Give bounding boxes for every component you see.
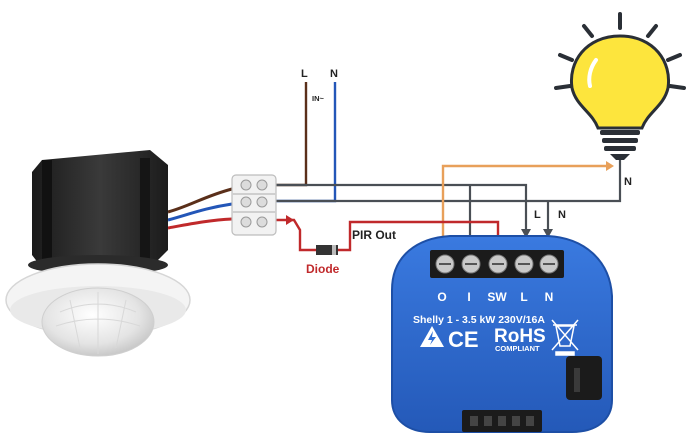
bulb-base-tip xyxy=(610,154,630,160)
terminal-label-l: L xyxy=(520,290,527,304)
diode-to-sw-wire xyxy=(338,220,500,252)
sensor-cable-blue xyxy=(167,202,233,222)
sensor-housing-rib xyxy=(42,160,52,260)
diode-body xyxy=(316,245,338,255)
light-bulb-icon xyxy=(554,12,686,160)
mains-neutral-label: N xyxy=(330,68,338,80)
terminal-screw xyxy=(240,196,252,208)
rohs-subtitle: COMPLIANT xyxy=(495,344,540,353)
relay-neutral-arrow xyxy=(543,229,553,238)
terminal-block-divider xyxy=(232,211,276,213)
bulb-base-ring xyxy=(600,130,640,135)
terminal-screw xyxy=(256,196,268,208)
shelly-side-port-pins xyxy=(574,368,580,392)
pir-out-wire xyxy=(276,218,318,252)
pir-out-arrow xyxy=(286,215,294,225)
terminal-screw xyxy=(256,216,268,228)
neutral-bus-wire xyxy=(276,158,622,203)
pir-out-label: PIR Out xyxy=(352,228,396,242)
bulb-rays xyxy=(554,12,686,90)
shelly-terminal-screws xyxy=(435,254,559,274)
relay-neutral-feed-label: N xyxy=(558,209,566,221)
wires xyxy=(276,82,622,252)
terminal-block-body xyxy=(231,174,277,236)
live-bus-wire xyxy=(276,183,528,232)
bulb-base-ring xyxy=(604,146,636,151)
mains-live-wire xyxy=(276,82,308,187)
terminal-label-o: O xyxy=(437,290,446,304)
terminal-label-i: I xyxy=(467,290,470,304)
terminal-screw xyxy=(256,179,268,191)
terminal-screw xyxy=(240,179,252,191)
shelly-relay: O I SW L N Shelly 1 - 3.5 kW 230V/16A CE… xyxy=(391,235,613,433)
sensor-housing-rib xyxy=(140,158,150,262)
bulb-highlight xyxy=(587,58,598,88)
shelly-side-port xyxy=(566,356,602,400)
ce-mark: CE xyxy=(448,327,479,352)
warning-bolt xyxy=(428,331,436,345)
sensor-lens-facets xyxy=(55,292,141,354)
diode-band xyxy=(332,245,336,255)
diode xyxy=(316,245,338,255)
bulb-base-ring xyxy=(602,138,638,143)
rohs-mark: RoHS xyxy=(494,326,546,347)
terminal-screw xyxy=(240,216,252,228)
diagram-labels: L N IN~ N L N PIR Out Diode xyxy=(301,68,632,276)
pir-sensor xyxy=(5,150,233,357)
diode-label: Diode xyxy=(306,262,340,276)
sensor-cable-red xyxy=(167,217,233,230)
relay-live-arrow xyxy=(521,229,531,238)
terminal-block xyxy=(231,174,277,236)
sensor-housing xyxy=(32,150,168,268)
sensor-cable-brown xyxy=(167,187,233,214)
shelly-rating: Shelly 1 - 3.5 kW 230V/16A xyxy=(413,314,545,326)
shelly-body xyxy=(391,235,613,433)
terminal-block-divider xyxy=(232,193,276,195)
shelly-bottom-connector-pins xyxy=(470,416,534,426)
bulb-glass xyxy=(569,34,671,130)
terminal-label-sw: SW xyxy=(487,290,507,304)
terminal-label-n: N xyxy=(545,290,554,304)
shelly-terminal-labels: O I SW L N xyxy=(437,290,553,304)
weee-bin-icon xyxy=(551,319,579,356)
relay-live-feed-label: L xyxy=(534,209,541,221)
mains-live-label: L xyxy=(301,68,308,80)
lamp-feed-arrow xyxy=(606,161,614,171)
supply-label: IN~ xyxy=(312,94,325,103)
lamp-neutral-label: N xyxy=(624,176,632,188)
lamp-feed-wire xyxy=(441,164,608,246)
